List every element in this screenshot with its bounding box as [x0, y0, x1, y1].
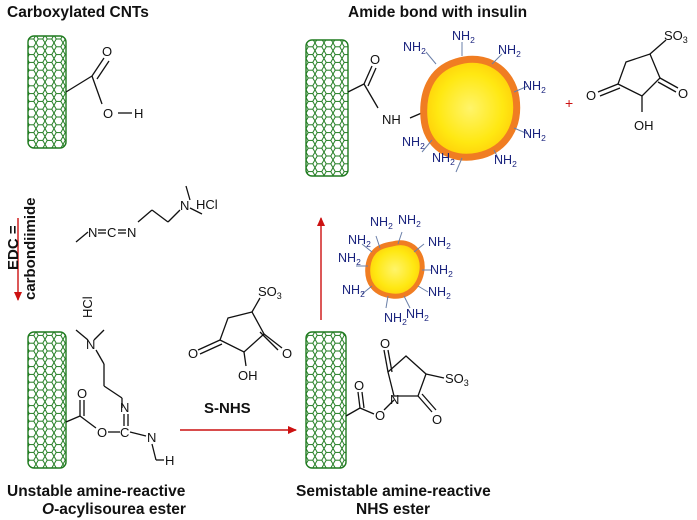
title-semistable-line1: Semistable amine-reactive — [296, 483, 491, 500]
edc-structure — [75, 185, 203, 243]
o-acylisourea-hcl: HCl — [80, 296, 95, 318]
snhs-o-right: O — [282, 346, 292, 361]
snhs-structure — [197, 297, 283, 367]
title-unstable-line2: O-acylisourea ester — [42, 501, 186, 518]
nh2-group-large-3: NH2 — [491, 43, 521, 65]
nanotube-2 — [27, 331, 67, 469]
title-semistable-line2: NHS ester — [356, 501, 430, 518]
nhs-ester-o-carbonyl: O — [354, 378, 364, 393]
svg-text:NH2: NH2 — [384, 311, 407, 327]
nh2-group-large-2: NH2 — [452, 29, 475, 56]
amide-bond-structure — [347, 65, 425, 119]
svg-text:NH2: NH2 — [338, 251, 361, 267]
svg-text:NH2: NH2 — [523, 127, 546, 143]
o-acyl-atom-h: H — [165, 453, 174, 468]
svg-text:NH2: NH2 — [498, 43, 521, 59]
o-acyl-atom-n-amine: N — [86, 337, 95, 352]
snhs-o-left: O — [188, 346, 198, 361]
svg-text:NH2: NH2 — [428, 285, 451, 301]
o-acyl-atom-o-carbonyl: O — [77, 386, 87, 401]
title-amide-bond: Amide bond with insulin — [348, 4, 527, 21]
nh2-group-small-9: NH2 — [338, 251, 368, 267]
nh2-group-large-1: NH2 — [403, 40, 437, 65]
svg-text:NH2: NH2 — [398, 213, 421, 229]
edc-atom-n3: N — [180, 198, 189, 213]
carbondiimide-label: carbondiimide — [22, 197, 39, 300]
nh2-group-small-1: NH2 — [370, 215, 393, 249]
nhs-ester-o-bottom: O — [432, 412, 442, 427]
nhs-ester-n: N — [390, 392, 399, 407]
nh2-group-small-5: NH2 — [417, 285, 451, 301]
o-acylisourea-structure — [65, 329, 164, 461]
edc-atom-n2: N — [127, 225, 136, 240]
atom-o-hydroxyl-1: O — [103, 106, 113, 121]
svg-text:NH2: NH2 — [523, 79, 546, 95]
nh2-group-small-6: NH2 — [403, 295, 429, 323]
o-acyl-atom-n-hydrazine: N — [147, 430, 156, 445]
snhs-label: S-NHS — [204, 400, 251, 417]
byproduct-oh: OH — [634, 118, 654, 133]
nh2-group-small-7: NH2 — [384, 295, 407, 327]
carboxyl-group — [65, 57, 132, 114]
nh2-group-large-4: NH2 — [513, 79, 546, 95]
o-acyl-atom-o-ester: O — [97, 425, 107, 440]
svg-text:NH2: NH2 — [452, 29, 475, 45]
nhs-ester-so3: SO3 — [445, 371, 469, 388]
svg-text:NH2: NH2 — [428, 235, 451, 251]
svg-text:NH2: NH2 — [402, 135, 425, 151]
nanotube-4 — [305, 39, 349, 177]
nhs-ester-o-link: O — [375, 408, 385, 423]
edc-atom-n1: N — [88, 225, 97, 240]
nhs-ester-structure — [345, 349, 445, 417]
title-carboxylated-cnts: Carboxylated CNTs — [7, 4, 149, 21]
svg-text:NH2: NH2 — [432, 151, 455, 167]
edc-hcl: HCl — [196, 197, 218, 212]
edc-atom-carbon: C — [107, 225, 116, 240]
svg-text:NH2: NH2 — [370, 215, 393, 231]
o-acyl-atom-n-imine: N — [120, 400, 129, 415]
nh2-group-small-2: NH2 — [397, 213, 421, 245]
nanotube-3 — [305, 331, 347, 469]
nhs-ester-o-top: O — [380, 336, 390, 351]
nh2-group-large-7: NH2 — [432, 151, 463, 173]
nanotube-1 — [27, 35, 67, 149]
amide-nh: NH — [382, 112, 401, 127]
o-acyl-atom-c: C — [120, 425, 129, 440]
title-unstable-italic-o: O — [42, 501, 54, 518]
svg-text:NH2: NH2 — [342, 283, 365, 299]
nh2-group-large-8: NH2 — [402, 135, 433, 153]
nh2-group-small-4: NH2 — [422, 263, 453, 279]
byproduct-o-right: O — [678, 86, 688, 101]
byproduct-o-left: O — [586, 88, 596, 103]
byproduct-so3: SO3 — [664, 28, 688, 45]
insulin-particle-large — [420, 55, 521, 161]
svg-text:NH2: NH2 — [348, 233, 371, 249]
nh2-group-large-6: NH2 — [493, 149, 517, 169]
svg-text:NH2: NH2 — [430, 263, 453, 279]
nh2-group-small-3: NH2 — [413, 235, 451, 253]
nh2-group-large-5: NH2 — [513, 127, 546, 143]
insulin-particle-small — [365, 240, 425, 299]
atom-o-carbonyl-1: O — [102, 44, 112, 59]
svg-text:NH2: NH2 — [403, 40, 426, 56]
svg-text:NH2: NH2 — [494, 153, 517, 169]
byproduct-structure — [597, 39, 679, 112]
atom-h-1: H — [134, 106, 143, 121]
title-unstable-rest: -acylisourea ester — [54, 501, 186, 518]
svg-text:NH2: NH2 — [406, 307, 429, 323]
amide-o: O — [370, 52, 380, 67]
nh2-group-small-10: NH2 — [348, 233, 373, 253]
snhs-oh: OH — [238, 368, 258, 383]
snhs-so3: SO3 — [258, 284, 282, 301]
nh2-group-small-8: NH2 — [342, 283, 373, 299]
plus-sign: + — [565, 95, 573, 111]
edc-label: EDC = — [5, 225, 22, 270]
title-unstable-line1: Unstable amine-reactive — [7, 483, 186, 500]
